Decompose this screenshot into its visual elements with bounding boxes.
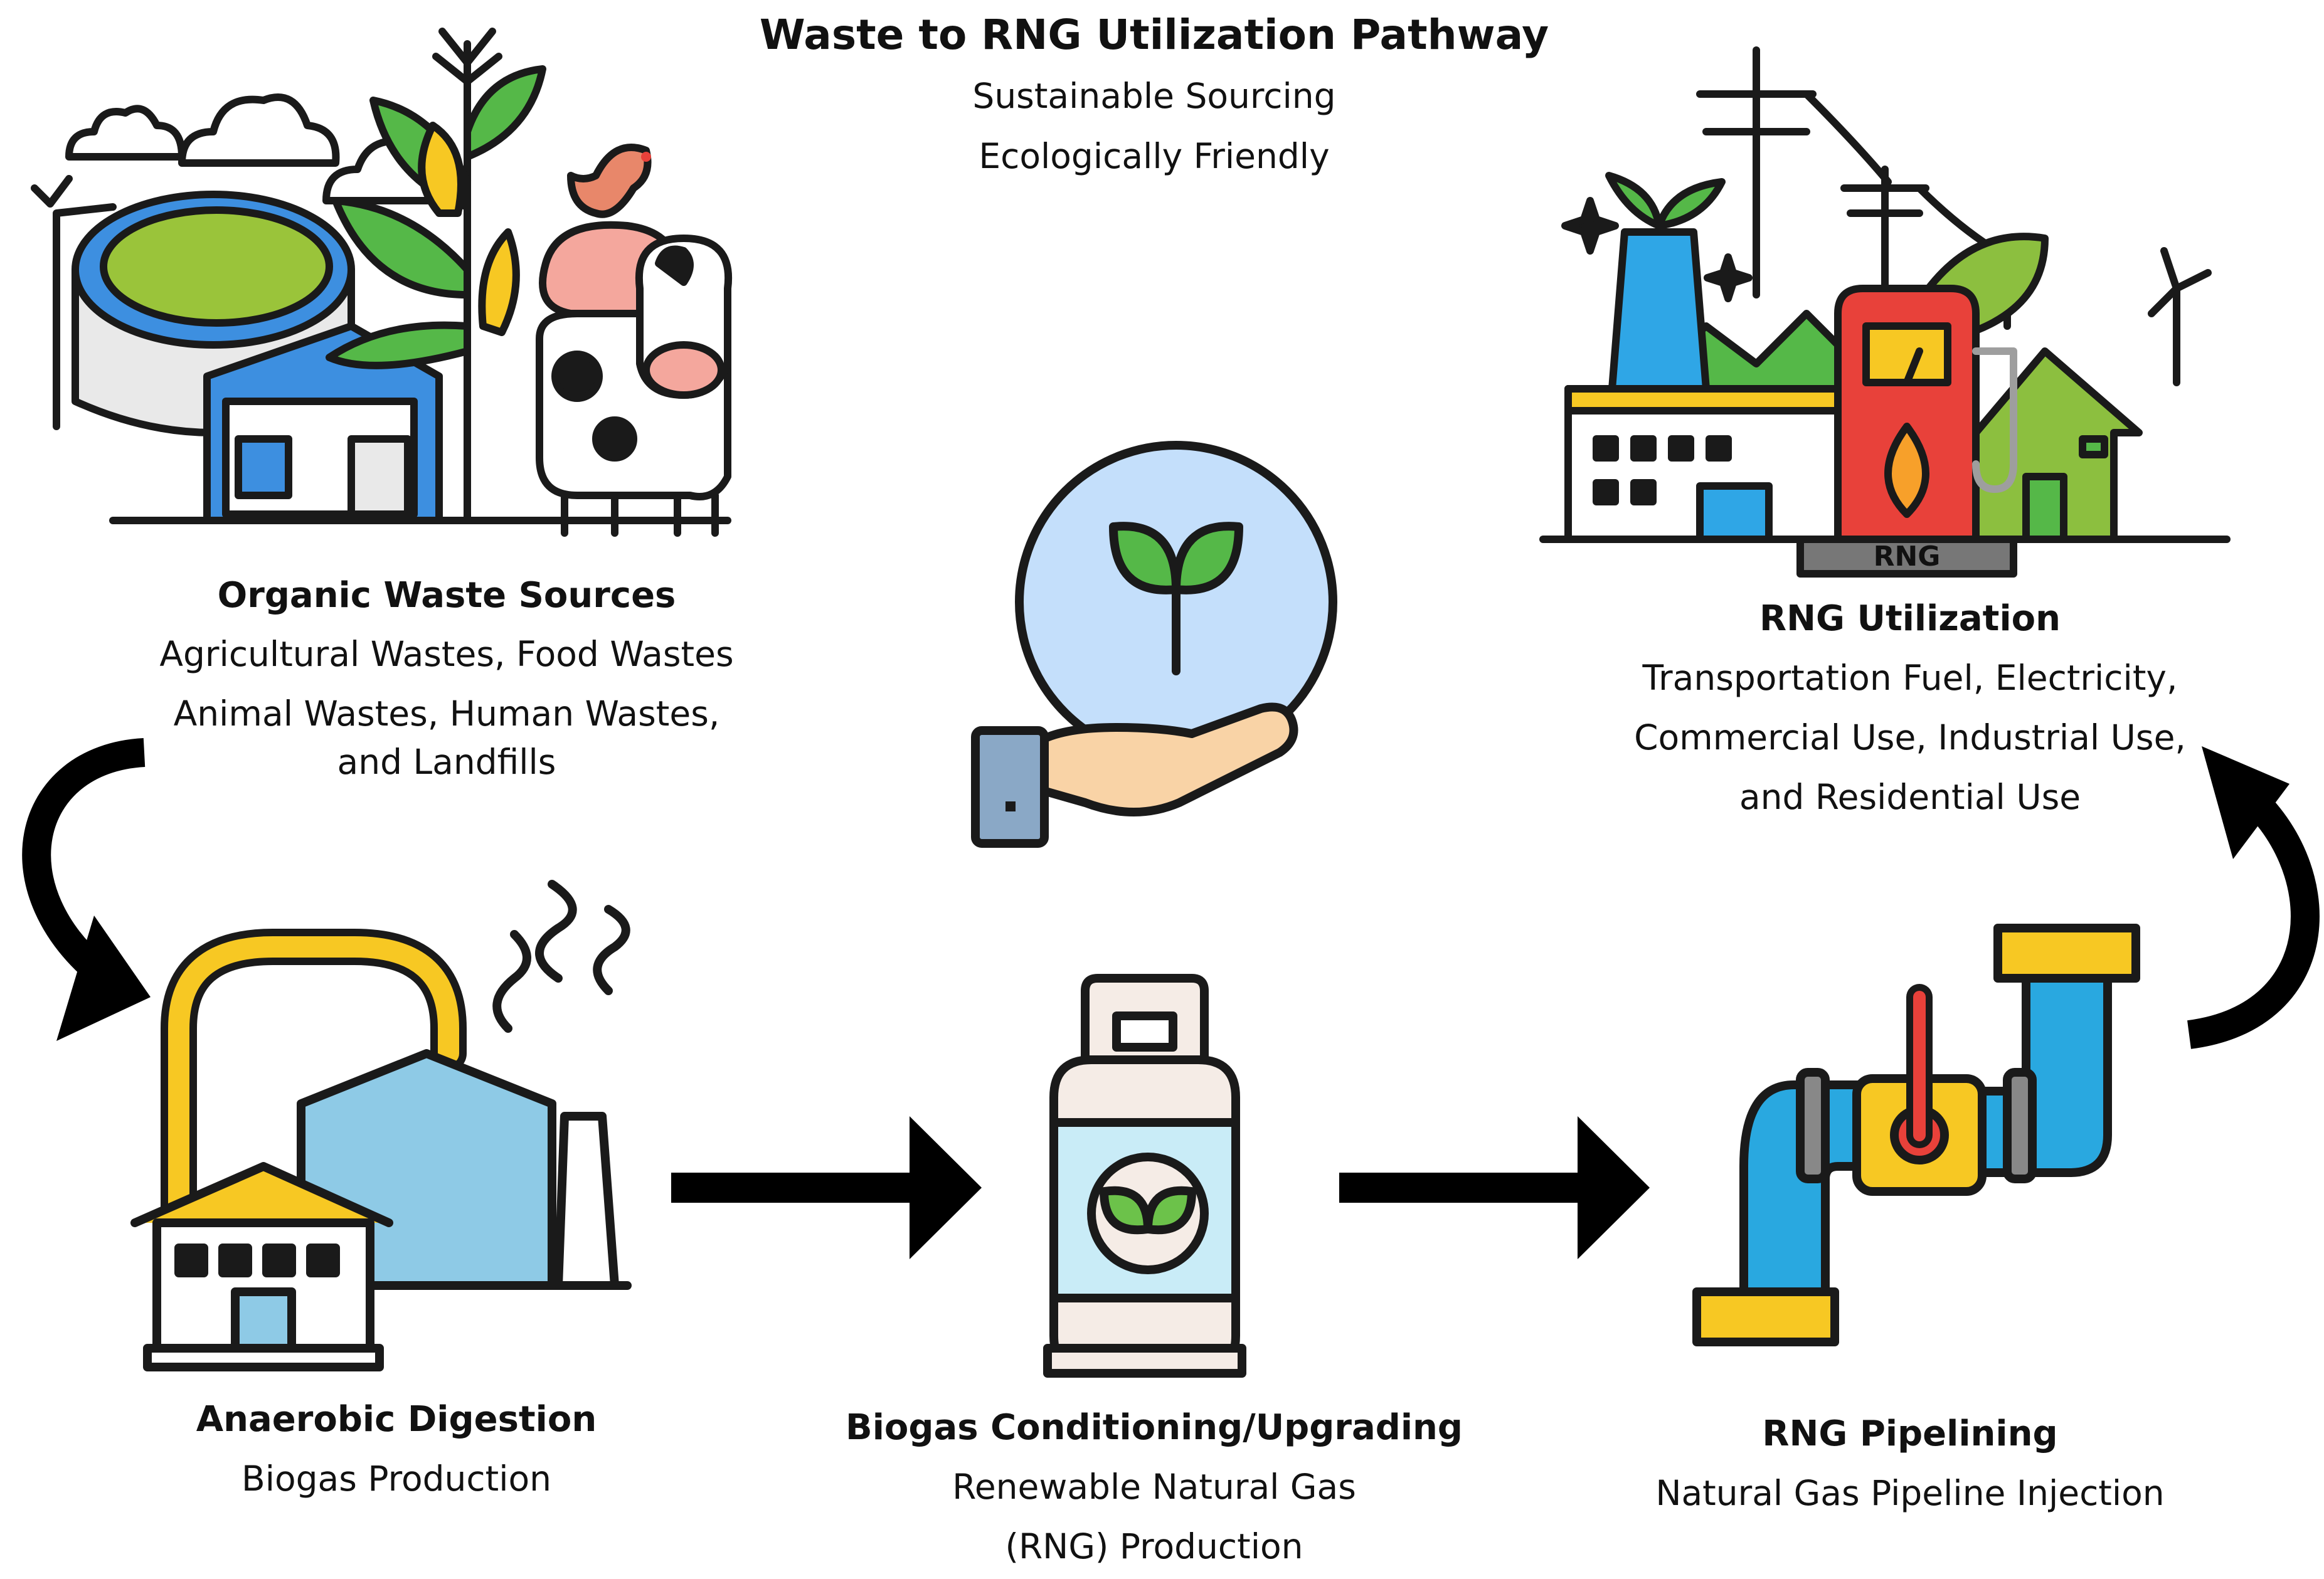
organic-waste-line-3: and Landfills — [337, 742, 556, 782]
arrow-pipelining-to-utilization-head — [2202, 746, 2290, 859]
organic-waste-title: Organic Waste Sources — [218, 575, 676, 616]
tagline-sourcing: Sustainable Sourcing — [972, 76, 1335, 116]
arrow-waste-to-digestion-head — [56, 916, 151, 1041]
biogas-farm-icon — [31, 28, 733, 537]
utilization-line-3: and Residential Use — [1739, 777, 2081, 817]
tagline-ecology: Ecologically Friendly — [979, 136, 1329, 176]
pipelining-title: RNG Pipelining — [1762, 1413, 2057, 1454]
digestion-title: Anaerobic Digestion — [196, 1399, 597, 1440]
utilization-title: RNG Utilization — [1759, 598, 2061, 639]
arrow-waste-to-digestion — [22, 738, 146, 990]
gas-cylinder-icon — [1043, 974, 1246, 1378]
arrow-upgrading-to-pipelining-head — [1578, 1116, 1650, 1259]
upgrading-line-2: (RNG) Production — [1005, 1526, 1303, 1566]
sprout-in-hand-icon — [971, 441, 1337, 848]
pipeline-valve-icon — [1692, 924, 2140, 1346]
pipelining-caption: RNG Pipelining Natural Gas Pipeline Inje… — [1655, 1413, 2164, 1513]
organic-waste-caption: Organic Waste Sources Agricultural Waste… — [159, 575, 733, 782]
arrow-digestion-to-upgrading-head — [910, 1116, 982, 1259]
digestion-caption: Anaerobic Digestion Biogas Production — [196, 1399, 597, 1499]
upgrading-title: Biogas Conditioning/Upgrading — [846, 1407, 1463, 1448]
fuel-pump-label: RNG — [1874, 541, 1941, 573]
upgrading-line-1: Renewable Natural Gas — [952, 1467, 1356, 1507]
upgrading-caption: Biogas Conditioning/Upgrading Renewable … — [846, 1407, 1463, 1566]
organic-waste-line-1: Agricultural Wastes, Food Wastes — [159, 634, 733, 674]
arrow-digestion-to-upgrading — [671, 1173, 922, 1203]
utilization-line-2: Commercial Use, Industrial Use, — [1634, 717, 2186, 758]
digestion-line-1: Biogas Production — [241, 1459, 551, 1499]
arrow-pipelining-to-utilization — [2187, 779, 2320, 1049]
digester-plant-icon — [130, 880, 632, 1371]
utilization-caption: RNG Utilization Transportation Fuel, Ele… — [1634, 598, 2186, 817]
energy-uses-icon: RNG — [1539, 46, 2231, 578]
utilization-line-1: Transportation Fuel, Electricity, — [1642, 658, 2178, 698]
arrow-upgrading-to-pipelining — [1339, 1173, 1590, 1203]
diagram-title: Waste to RNG Utilization Pathway — [760, 11, 1549, 59]
organic-waste-line-2: Animal Wastes, Human Wastes, — [174, 694, 720, 734]
pipelining-line-1: Natural Gas Pipeline Injection — [1655, 1473, 2164, 1513]
flow-arrows — [22, 738, 2320, 1259]
